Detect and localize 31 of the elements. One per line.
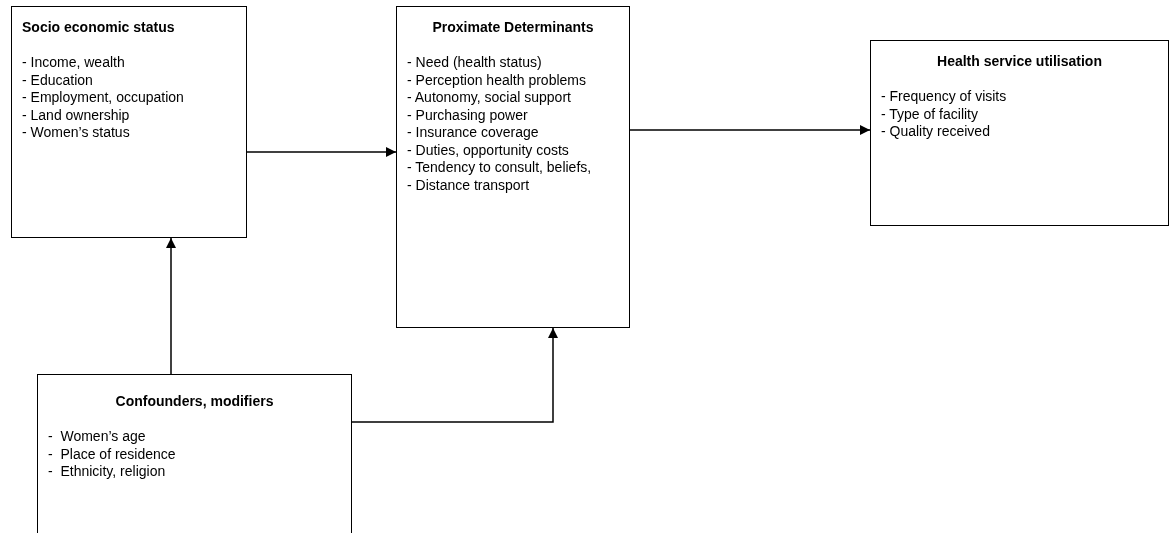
arrow <box>166 237 176 375</box>
list-item: - Land ownership <box>22 106 131 124</box>
list-item: - Type of facility <box>881 105 979 123</box>
text-box <box>37 374 352 533</box>
list-item: - Duties, opportunity costs <box>407 141 570 159</box>
list-item: - Need (health status) <box>407 54 543 72</box>
list-item: - Ethnicity, religion <box>48 463 167 481</box>
list-item: - Place of residence <box>48 445 177 463</box>
list-item: - Frequency of visits <box>881 88 1008 106</box>
list-item: - Women’s status <box>22 124 131 142</box>
text-box <box>11 6 247 238</box>
list-item: - Tendency to consult, beliefs, <box>407 159 593 177</box>
box-heading: Socio economic status <box>22 19 176 36</box>
arrow <box>351 327 558 423</box>
box-heading: Proximate Determinants <box>431 19 595 36</box>
list-item: - Insurance coverage <box>407 124 540 142</box>
box-heading: Health service utilisation <box>936 53 1103 70</box>
list-item: - Autonomy, social support <box>407 89 572 107</box>
text-box <box>870 40 1169 226</box>
list-item: - Perception health problems <box>407 71 587 89</box>
box-heading: Confounders, modifiers <box>114 393 275 410</box>
list-item: - Distance transport <box>407 176 531 194</box>
list-item: - Purchasing power <box>407 106 529 124</box>
list-item: - Education <box>22 71 94 89</box>
list-item: - Employment, occupation <box>22 89 185 107</box>
list-item: - Quality received <box>881 123 991 141</box>
text-box <box>396 6 630 328</box>
list-item: - Women’s age <box>48 428 147 446</box>
arrow <box>246 147 397 157</box>
list-item: - Income, wealth <box>22 54 126 72</box>
arrow <box>629 125 871 135</box>
